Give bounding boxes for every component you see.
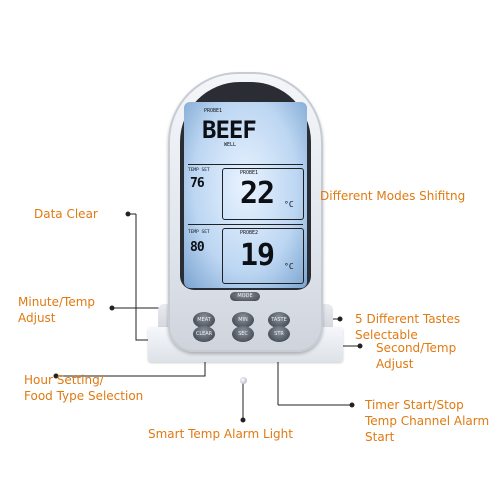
probe1-header: PROBE1	[204, 108, 223, 114]
probe2-temp: 19	[240, 238, 275, 273]
divider	[188, 164, 303, 165]
clear-button[interactable]: CLEAR	[193, 326, 215, 342]
callout-timer-1: Timer Start/Stop	[365, 398, 464, 412]
food-type: BEEF	[202, 116, 257, 144]
callout-hour-setting-1: Hour Setting/	[24, 373, 104, 387]
lcd-screen: PROBE1 BEEF WELL TEMP SET 76 PROBE1 22 °…	[184, 102, 307, 288]
set-temp-1: 76	[190, 176, 205, 191]
callout-smart-light: Smart Temp Alarm Light	[148, 427, 293, 441]
divider-2	[188, 224, 303, 225]
callout-hour-setting-2: Food Type Selection	[24, 389, 144, 403]
alarm-light	[240, 377, 247, 384]
meat-button[interactable]: MEAT	[193, 312, 215, 328]
min-button[interactable]: MIN	[232, 312, 254, 328]
probe2-box	[222, 228, 304, 284]
thermometer-device: PROBE1 BEEF WELL TEMP SET 76 PROBE1 22 °…	[148, 72, 343, 384]
probe1-box	[222, 168, 304, 220]
start-button[interactable]: STR	[268, 326, 290, 342]
device-shell: PROBE1 BEEF WELL TEMP SET 76 PROBE1 22 °…	[168, 72, 323, 352]
callout-modes: Different Modes Shifitng	[320, 189, 466, 203]
unit-2: °C	[284, 262, 294, 271]
probe1-temp: 22	[240, 176, 275, 211]
callout-minute-temp-1: Minute/Temp	[18, 295, 96, 309]
callout-data-clear: Data Clear	[34, 207, 98, 221]
taste-button[interactable]: TASTE	[268, 312, 290, 328]
callout-second-temp-1: Second/Temp	[376, 341, 457, 355]
unit-1: °C	[284, 200, 294, 209]
probe1-label: PROBE1	[240, 170, 259, 176]
temp-set-label-1: TEMP SET	[188, 168, 210, 173]
probe2-label: PROBE2	[240, 230, 259, 236]
callout-tastes-1: 5 Different Tastes	[355, 312, 461, 326]
callout-tastes-2: Selectable	[355, 328, 418, 342]
set-temp-2: 80	[190, 240, 205, 255]
temp-set-label-2: TEMP SET	[188, 230, 210, 235]
callout-timer-3: Start	[365, 430, 395, 444]
callout-minute-temp-2: Adjust	[18, 311, 56, 325]
callout-second-temp-2: Adjust	[376, 357, 414, 371]
mode-button[interactable]: MODE	[230, 292, 260, 301]
callout-timer-2: Temp Channel Alarm	[365, 414, 490, 428]
doneness: WELL	[224, 142, 237, 148]
sec-button[interactable]: SEC	[232, 326, 254, 342]
